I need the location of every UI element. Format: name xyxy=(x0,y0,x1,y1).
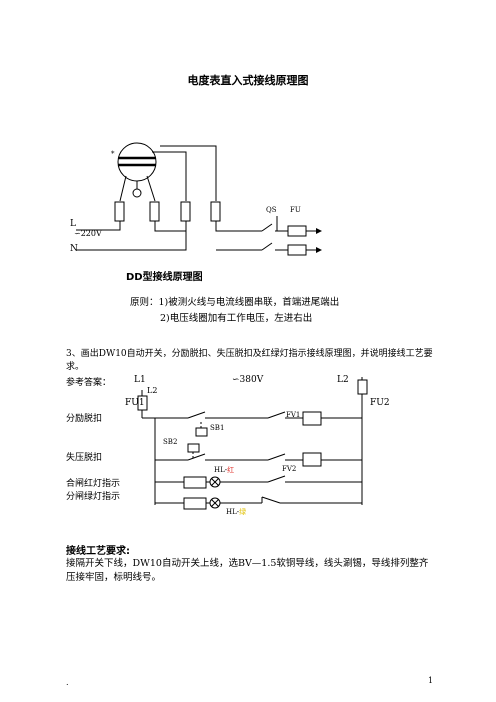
coil-fv1 xyxy=(302,411,322,426)
pushbutton-sb2 xyxy=(187,443,200,453)
label-N: N xyxy=(70,244,78,254)
label-QS: QS xyxy=(266,206,277,214)
label-close-red-indicator: 合闸红灯指示 xyxy=(66,479,121,489)
label-FU: FU xyxy=(290,206,301,214)
label-open-green-indicator: 分闸绿灯指示 xyxy=(66,492,121,502)
label-voltage-380: ∽380V xyxy=(232,375,264,385)
label-L2-right: L2 xyxy=(337,375,349,385)
label-voltage-220: ∽220V xyxy=(74,229,102,238)
label-shunt-trip: 分励脱扣 xyxy=(66,414,103,424)
label-FV1: FV1 xyxy=(286,411,301,419)
label-HL-green: HL-绿 xyxy=(226,508,247,516)
resistor-red xyxy=(183,476,207,489)
diagram-caption: DD型接线原理图 xyxy=(126,272,203,283)
resistor-green xyxy=(183,497,207,510)
fuse-fu2 xyxy=(357,379,368,395)
label-L2-left: L2 xyxy=(147,386,158,395)
craft-heading: 接线工艺要求: xyxy=(66,546,130,557)
principle-2: 2)电压线圈加有工作电压，左进右出 xyxy=(160,313,313,324)
pushbutton-sb1 xyxy=(195,427,208,437)
label-undervoltage-trip: 失压脱扣 xyxy=(66,453,103,463)
label-HL-red: HL-红 xyxy=(214,466,235,474)
footer-mark: . xyxy=(66,678,69,687)
label-L1: L1 xyxy=(134,375,146,385)
question-3: 3、画出DW10自动开关，分励脱扣、失压脱扣及红绿灯指示接线原理图，并说明接线工… xyxy=(66,349,433,372)
label-FU2: FU2 xyxy=(370,398,390,408)
ref-answer-label: 参考答案： xyxy=(66,378,112,388)
craft-body: 接隔开关下线，DW10自动开关上线，选BV—1.5软铜导线，线头涮锡，导线排列整… xyxy=(66,558,429,583)
page-number: 1 xyxy=(428,676,434,685)
label-FU1: FU1 xyxy=(125,398,145,408)
principle-1: 原则：1)被测火线与电流线圈串联，首端进尾端出 xyxy=(130,297,340,308)
coil-fv2 xyxy=(302,452,322,467)
meter-star-mark: * xyxy=(111,150,115,158)
page-title: 电度表直入式接线原理图 xyxy=(187,74,309,87)
label-L: L xyxy=(70,219,76,229)
label-SB1: SB1 xyxy=(210,424,225,432)
label-SB2: SB2 xyxy=(163,438,178,446)
label-FV2: FV2 xyxy=(282,465,297,473)
